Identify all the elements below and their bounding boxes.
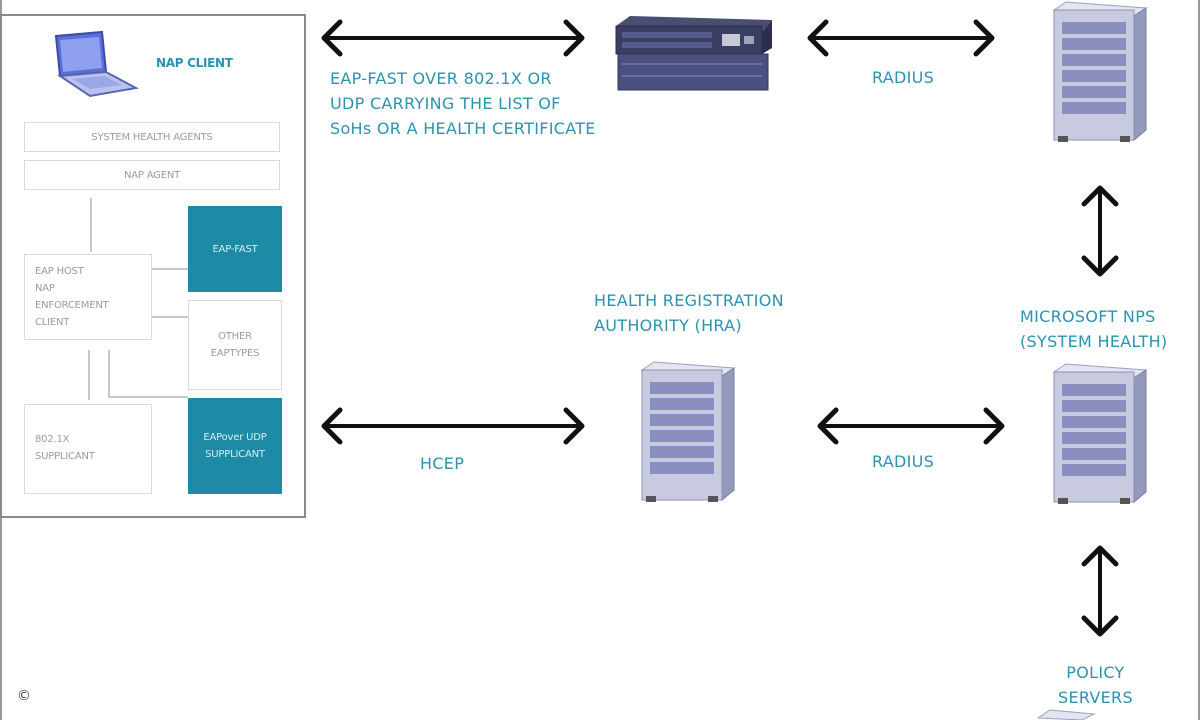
server-icon [1052,1,1148,142]
nap-client-title: NAP CLIENT [156,56,233,70]
eap-host-label: EAP HOST NAP ENFORCEMENT CLIENT [35,266,109,328]
arrow-nps-policy [1081,545,1119,637]
server-icon [1052,363,1148,504]
system-health-agents-label: SYSTEM HEALTH AGENTS [91,131,213,143]
arrow-server-nps [1081,185,1119,277]
other-eap-types-box: OTHER EAPTYPES [188,300,282,390]
nap-agent-label: NAP AGENT [123,169,181,181]
connector-agent-eaphost [90,198,92,252]
other-eap-types-label: OTHER EAPTYPES [210,331,260,359]
top-radius-label: RADIUS [872,68,935,87]
eap-fast-box: EAP-FAST [188,206,282,292]
connector-eaphost-eapfast [152,268,188,270]
server-icon [640,361,736,502]
connector-eaphost-udp-v [108,350,110,398]
arrow-hra-nps [817,407,1005,445]
eap-fast-label: EAP-FAST [212,243,258,255]
connector-eaphost-other [152,316,188,318]
server-icon [1036,709,1096,720]
nps-label: MICROSOFT NPS (SYSTEM HEALTH) [1020,307,1168,351]
eap-over-udp-box: EAPover UDP SUPPLICANT [188,398,282,494]
arrow-switch-server [807,19,995,57]
network-switch-icon [615,16,772,91]
eap-over-udp-label: EAPover UDP SUPPLICANT [203,432,267,460]
top-link-description: EAP-FAST OVER 802.1X OR UDP CARRYING THE… [330,69,596,138]
copyright-mark: © [17,688,31,704]
middle-radius-label: RADIUS [872,452,935,471]
hcep-label: HCEP [420,454,465,473]
eap-host-box: EAP HOST NAP ENFORCEMENT CLIENT [24,254,152,340]
hra-label: HEALTH REGISTRATION AUTHORITY (HRA) [594,291,784,335]
policy-servers-label: POLICY SERVERS [1058,663,1133,707]
arrow-client-switch [321,19,585,57]
laptop-icon [54,30,140,98]
supplicant-8021x-label: 802.1X SUPPLICANT [35,434,95,462]
supplicant-8021x-box: 802.1X SUPPLICANT [24,404,152,494]
connector-eaphost-udp-h [108,396,188,398]
connector-eaphost-8021x [88,350,90,400]
arrow-client-hra [321,407,585,445]
system-health-agents-box: SYSTEM HEALTH AGENTS [24,122,280,152]
nap-agent-box: NAP AGENT [24,160,280,190]
